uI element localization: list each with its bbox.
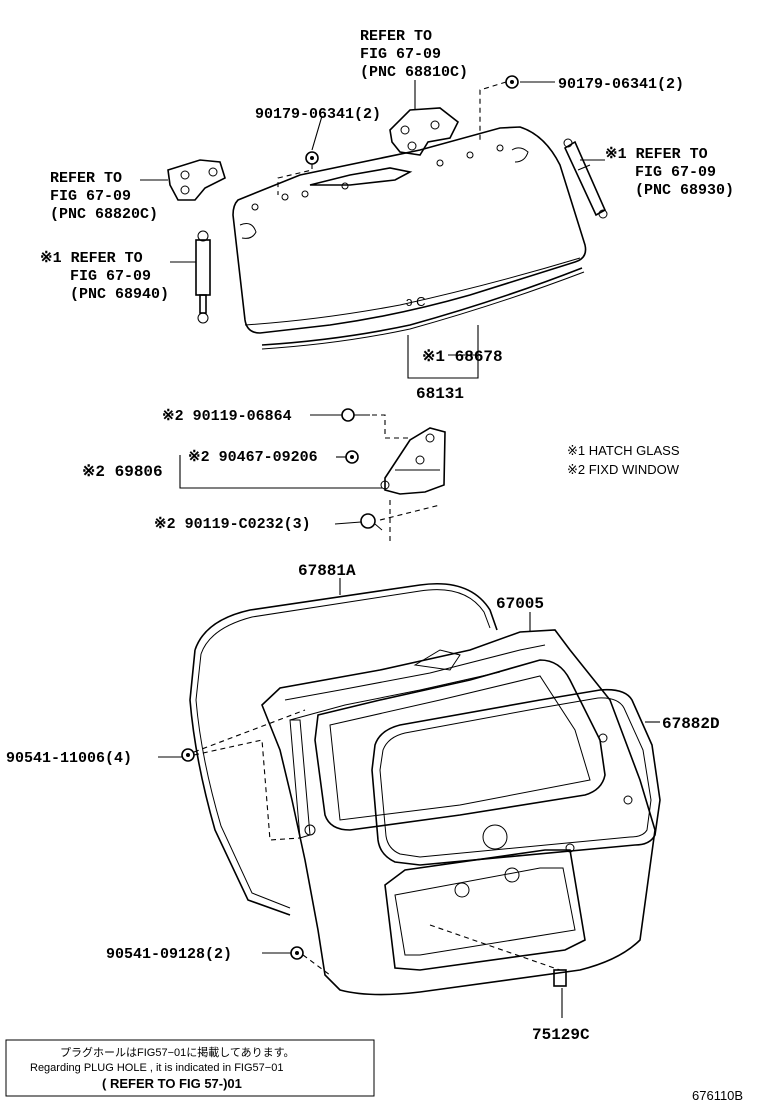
svg-text:Regarding PLUG HOLE , it is in: Regarding PLUG HOLE , it is indicated in… [30, 1062, 283, 1074]
svg-text:FIG 67-09: FIG 67-09 [360, 46, 441, 63]
nut-icon [305, 151, 319, 165]
plug-hole-note: プラグホールはFIG57−01に掲載してあります。 Regarding PLUG… [5, 1039, 375, 1097]
bolt-icon [345, 450, 359, 464]
svg-text:プラグホールはFIG57−01に掲載してあります。: プラグホールはFIG57−01に掲載してあります。 [60, 1045, 294, 1059]
back-door-67005 [261, 629, 656, 996]
legend: ※1 HATCH GLASS ※2 FIXD WINDOW [567, 443, 680, 477]
svg-text:REFER TO: REFER TO [50, 170, 122, 187]
weatherstrip-67882d [371, 688, 661, 866]
svg-text:※1 REFER TO: ※1 REFER TO [605, 146, 708, 163]
label-90541-09128: 90541-09128(2) [106, 946, 232, 963]
svg-text:FIG 67-09: FIG 67-09 [635, 164, 716, 181]
label-90467-09206: ※2 90467-09206 [188, 449, 318, 466]
svg-text:※1 HATCH GLASS: ※1 HATCH GLASS [567, 443, 680, 458]
svg-text:(PNC 68820C): (PNC 68820C) [50, 206, 158, 223]
label-bolt-top-right: 90179-06341(2) [558, 76, 684, 93]
hinge-left-icon [167, 159, 226, 201]
clip-icon [290, 946, 304, 960]
label-67882d: 67882D [662, 715, 720, 733]
bolt-icon [360, 513, 383, 531]
figure-id: 676110B [692, 1088, 743, 1103]
svg-text:( REFER TO FIG 57-)01: ( REFER TO FIG 57-)01 [102, 1076, 242, 1091]
svg-text:(PNC 68940): (PNC 68940) [70, 286, 169, 303]
label-69806: ※2 69806 [82, 463, 163, 481]
label-67005: 67005 [496, 595, 544, 613]
label-68131: 68131 [416, 385, 464, 403]
label-75129c: 75129C [532, 1026, 590, 1044]
label-refer-left-strut: ※1 REFER TO FIG 67-09 (PNC 68940) [40, 250, 169, 303]
svg-text:FIG 67-09: FIG 67-09 [50, 188, 131, 205]
label-90541-11006: 90541-11006(4) [6, 750, 132, 767]
gas-strut-right-icon [563, 138, 608, 219]
label-68678: ※1 68678 [422, 348, 503, 366]
svg-text:(PNC 68810C): (PNC 68810C) [360, 64, 468, 81]
label-refer-right: ※1 REFER TO FIG 67-09 (PNC 68930) [605, 146, 734, 199]
weatherstrip-67881a [189, 582, 498, 916]
glass-mark: ɔ C [406, 294, 426, 309]
hinge-top-icon [389, 107, 460, 156]
svg-text:※1 REFER TO: ※1 REFER TO [40, 250, 143, 267]
nut-icon [505, 75, 519, 89]
svg-text:FIG 67-09: FIG 67-09 [70, 268, 151, 285]
label-refer-top: REFER TO FIG 67-09 (PNC 68810C) [360, 28, 468, 81]
label-90119-06864: ※2 90119-06864 [162, 408, 292, 425]
label-90119-c0232: ※2 90119-C0232(3) [154, 516, 311, 533]
gas-strut-left-icon [195, 230, 211, 324]
svg-text:REFER TO: REFER TO [360, 28, 432, 45]
window-bracket [380, 427, 446, 495]
svg-text:※2 FIXD WINDOW: ※2 FIXD WINDOW [567, 462, 680, 477]
label-refer-left: REFER TO FIG 67-09 (PNC 68820C) [50, 170, 158, 223]
hatch-glass: ɔ C [232, 126, 587, 350]
clip-icon [181, 748, 195, 762]
bolt-icon [341, 408, 370, 422]
label-bolt-top-left: 90179-06341(2) [255, 106, 381, 123]
label-67881a: 67881A [298, 562, 356, 580]
svg-text:(PNC 68930): (PNC 68930) [635, 182, 734, 199]
